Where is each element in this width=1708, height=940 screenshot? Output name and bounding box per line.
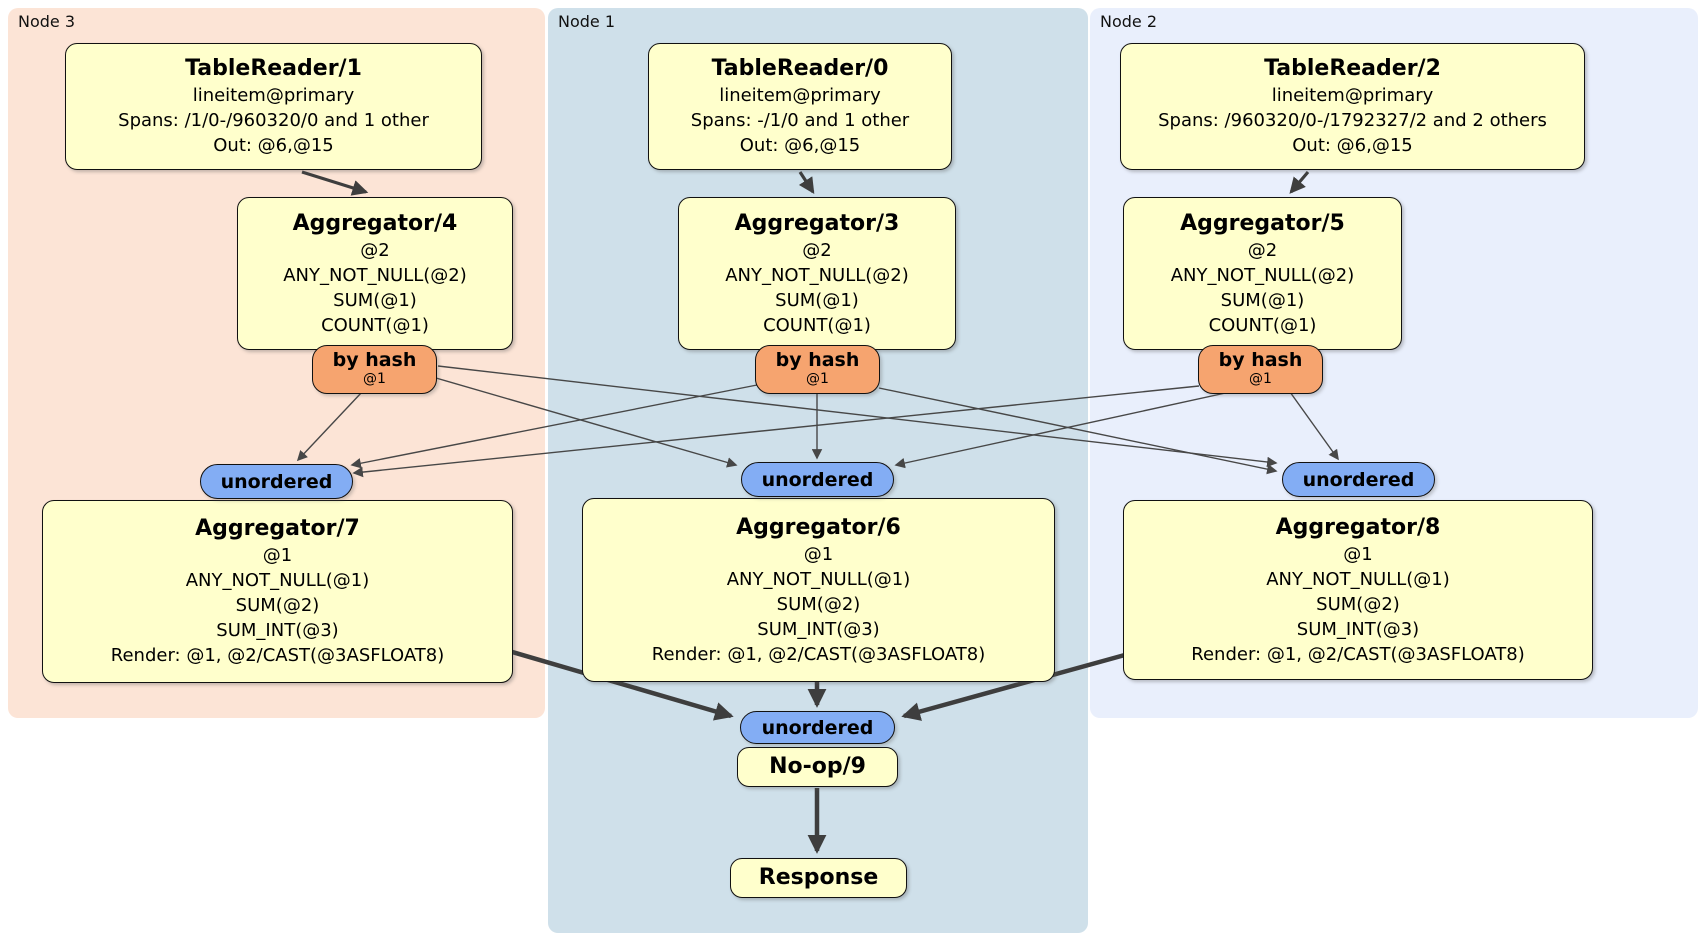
edge-hash5-sync7 — [352, 385, 1200, 478]
unordered-sync-agg8: unordered — [1282, 462, 1435, 497]
tablereader-2-spans: Spans: /960320/0-/1792327/2 and 2 others — [1158, 110, 1547, 131]
aggregator-8-fn-1: ANY_NOT_NULL(@1) — [1266, 568, 1450, 590]
aggregator-6-box: Aggregator/6 @1 ANY_NOT_NULL(@1) SUM(@2)… — [582, 498, 1055, 682]
aggregator-8-group-cols: @1 — [1343, 543, 1373, 565]
aggregator-5-fn-2: SUM(@1) — [1220, 289, 1305, 311]
edge-hash3-sync8 — [878, 387, 1278, 475]
node1-label: Node 1 — [558, 12, 616, 31]
aggregator-7-group-cols: @1 — [262, 545, 293, 566]
aggregator-3-fn-2: SUM(@1) — [775, 289, 859, 311]
hash-router-agg4-label: by hash — [332, 349, 417, 371]
tablereader-0-out: Out: @6,@15 — [739, 135, 861, 156]
edge-tr0-agg3 — [798, 171, 815, 195]
aggregator-4-group-cols: @2 — [360, 239, 390, 261]
aggregator-7-fn-2: SUM(@2) — [235, 595, 320, 616]
aggregator-7-title: Aggregator/7 — [195, 516, 360, 541]
aggregator-6-group-cols: @1 — [803, 543, 834, 565]
noop-9-title: No-op/9 — [769, 754, 866, 779]
edge-hash4-sync7 — [296, 391, 363, 462]
aggregator-3-fn-1: ANY_NOT_NULL(@2) — [725, 264, 909, 286]
tablereader-1-title: TableReader/1 — [185, 56, 362, 81]
aggregator-6-fn-1: ANY_NOT_NULL(@1) — [726, 568, 911, 590]
aggregator-7-box: Aggregator/7 @1 ANY_NOT_NULL(@1) SUM(@2)… — [42, 500, 513, 683]
unordered-sync-agg8-label: unordered — [1302, 468, 1415, 491]
tablereader-0-box: TableReader/0 lineitem@primary Spans: -/… — [648, 43, 952, 170]
tablereader-2-box: TableReader/2 lineitem@primary Spans: /9… — [1120, 43, 1585, 170]
response-title: Response — [758, 865, 879, 890]
aggregator-3-box: Aggregator/3 @2 ANY_NOT_NULL(@2) SUM(@1)… — [678, 197, 956, 350]
tablereader-2-out: Out: @6,@15 — [1292, 135, 1413, 156]
aggregator-6-fn-3: SUM_INT(@3) — [757, 618, 880, 640]
edge-hash5-sync6 — [894, 391, 1231, 469]
noop-9-box: No-op/9 — [737, 747, 898, 787]
aggregator-5-fn-3: COUNT(@1) — [1208, 314, 1317, 336]
aggregator-6-title: Aggregator/6 — [736, 514, 901, 540]
aggregator-7-fn-3: SUM_INT(@3) — [216, 620, 339, 641]
unordered-sync-agg6: unordered — [741, 462, 894, 497]
aggregator-4-fn-1: ANY_NOT_NULL(@2) — [283, 264, 467, 286]
tablereader-1-index: lineitem@primary — [192, 85, 355, 106]
aggregator-5-fn-1: ANY_NOT_NULL(@2) — [1170, 264, 1355, 286]
unordered-sync-noop9-label: unordered — [761, 716, 874, 739]
aggregator-6-fn-2: SUM(@2) — [776, 593, 861, 615]
tablereader-0-index: lineitem@primary — [719, 85, 881, 106]
edge-hash4-sync6 — [435, 377, 738, 468]
node2-label: Node 2 — [1100, 12, 1158, 31]
edge-hash4-sync8 — [437, 365, 1278, 468]
hash-router-agg5-cols: @1 — [1249, 371, 1272, 387]
aggregator-8-title: Aggregator/8 — [1275, 514, 1441, 540]
aggregator-4-fn-3: COUNT(@1) — [321, 314, 429, 336]
hash-router-agg4-cols: @1 — [363, 371, 386, 387]
edge-hash3-sync7 — [350, 384, 758, 469]
aggregator-8-fn-2: SUM(@2) — [1316, 593, 1400, 615]
hash-router-agg4: by hash @1 — [312, 345, 437, 394]
hash-router-agg3-cols: @1 — [806, 371, 829, 387]
aggregator-3-title: Aggregator/3 — [734, 210, 900, 236]
aggregator-6-render: Render: @1, @2/CAST(@3ASFLOAT8) — [651, 643, 986, 665]
aggregator-7-render: Render: @1, @2/CAST(@3ASFLOAT8) — [110, 645, 445, 666]
tablereader-1-box: TableReader/1 lineitem@primary Spans: /1… — [65, 43, 482, 170]
hash-router-agg3-label: by hash — [775, 349, 860, 371]
hash-router-agg5-label: by hash — [1218, 349, 1303, 371]
response-box: Response — [730, 858, 907, 898]
aggregator-4-box: Aggregator/4 @2 ANY_NOT_NULL(@2) SUM(@1)… — [237, 197, 513, 350]
unordered-sync-agg7: unordered — [200, 464, 353, 499]
aggregator-4-title: Aggregator/4 — [292, 210, 458, 236]
aggregator-4-fn-2: SUM(@1) — [333, 289, 417, 311]
tablereader-0-title: TableReader/0 — [711, 56, 889, 81]
aggregator-5-box: Aggregator/5 @2 ANY_NOT_NULL(@2) SUM(@1)… — [1123, 197, 1402, 350]
aggregator-8-fn-3: SUM_INT(@3) — [1296, 618, 1420, 640]
edge-agg8-sync9 — [901, 645, 1151, 721]
unordered-sync-agg7-label: unordered — [220, 470, 333, 493]
aggregator-5-group-cols: @2 — [1247, 239, 1278, 261]
unordered-sync-noop9: unordered — [740, 711, 895, 744]
aggregator-3-group-cols: @2 — [802, 239, 832, 261]
hash-router-agg3: by hash @1 — [755, 345, 880, 394]
aggregator-8-render: Render: @1, @2/CAST(@3ASFLOAT8) — [1191, 643, 1525, 665]
tablereader-1-spans: Spans: /1/0-/960320/0 and 1 other — [118, 110, 429, 131]
tablereader-2-index: lineitem@primary — [1271, 85, 1434, 106]
aggregator-7-fn-1: ANY_NOT_NULL(@1) — [185, 570, 370, 591]
unordered-sync-agg6-label: unordered — [761, 468, 874, 491]
tablereader-1-out: Out: @6,@15 — [213, 135, 334, 156]
aggregator-3-fn-3: COUNT(@1) — [763, 314, 871, 336]
edge-tr1-agg4 — [301, 170, 369, 196]
edge-hash5-sync8 — [1289, 391, 1339, 461]
node3-label: Node 3 — [18, 12, 76, 31]
tablereader-0-spans: Spans: -/1/0 and 1 other — [690, 110, 910, 131]
edge-tr2-agg5 — [1289, 170, 1310, 194]
aggregator-8-box: Aggregator/8 @1 ANY_NOT_NULL(@1) SUM(@2)… — [1123, 500, 1593, 680]
hash-router-agg5: by hash @1 — [1198, 345, 1323, 394]
tablereader-2-title: TableReader/2 — [1264, 56, 1441, 81]
aggregator-5-title: Aggregator/5 — [1180, 210, 1345, 236]
